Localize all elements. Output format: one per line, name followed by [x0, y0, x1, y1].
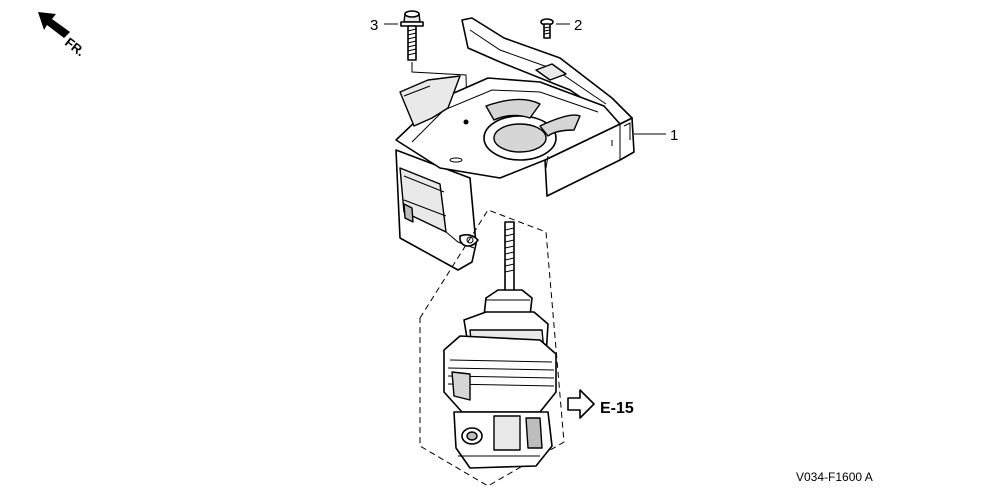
bolt-part-3 [400, 10, 424, 61]
cover-part-1 [395, 17, 635, 271]
callout-1: 1 [670, 127, 678, 144]
referenced-assembly [443, 221, 557, 469]
screw-part-2 [540, 18, 554, 39]
front-direction-label: FR. [62, 35, 88, 60]
reference-arrow-icon [567, 389, 595, 419]
callout-2: 2 [574, 17, 582, 34]
front-direction-arrow-icon [38, 12, 70, 38]
reference-label[interactable]: E-15 [600, 400, 634, 417]
callout-3: 3 [370, 17, 378, 34]
reference-assembly-dashed-outline [419, 209, 565, 487]
diagram-code: V034-F1600 A [796, 470, 873, 484]
